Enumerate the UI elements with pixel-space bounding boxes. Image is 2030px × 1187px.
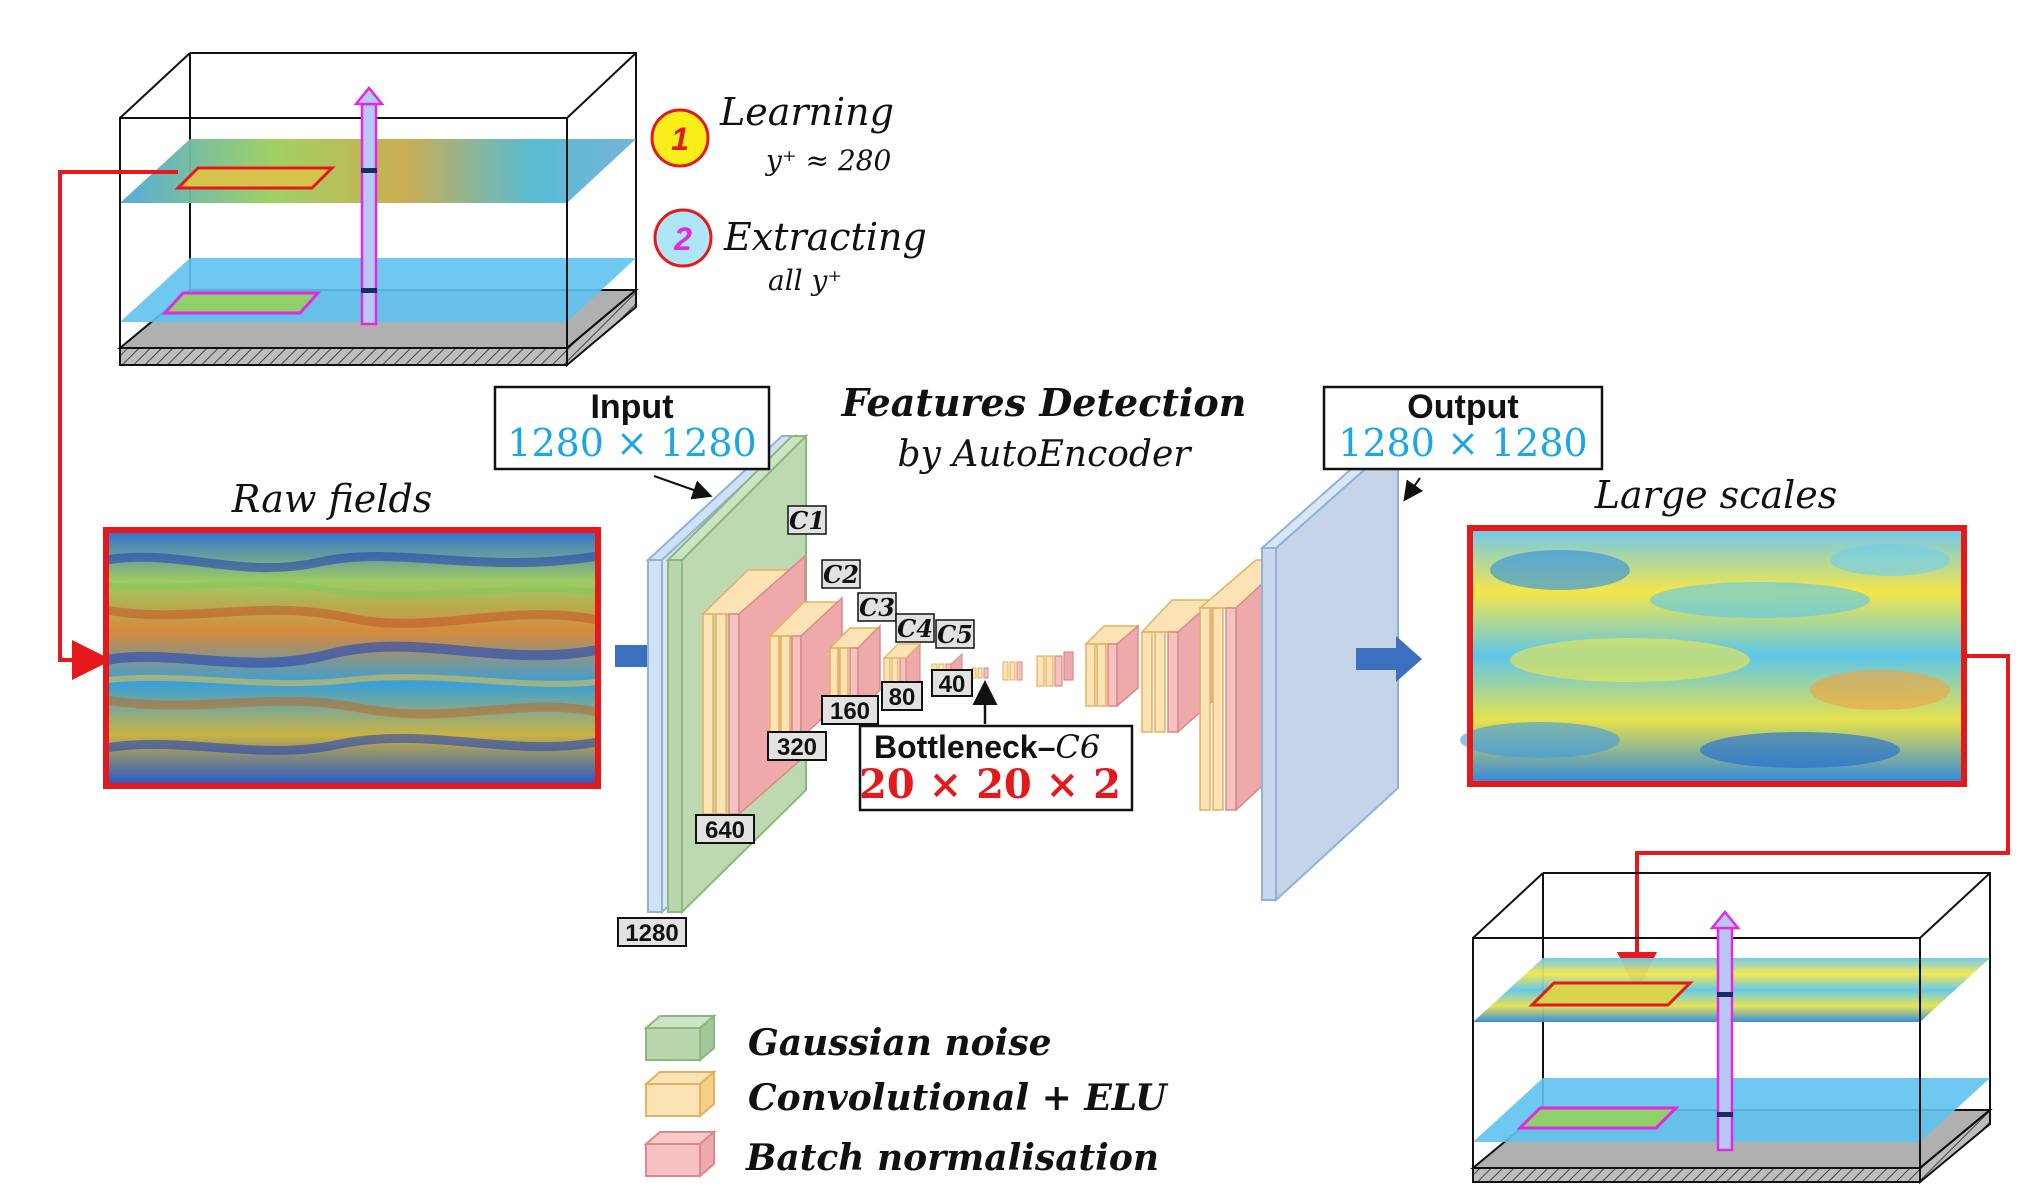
label-c2: C2 <box>823 560 859 589</box>
channel-box-top <box>117 52 639 368</box>
conv-block-c3 <box>828 624 881 714</box>
label-c4: C4 <box>897 614 933 643</box>
layer-legend: Gaussian noise Convolutional + ELU Batch… <box>643 1013 1169 1179</box>
label-c5: C5 <box>937 620 973 649</box>
size-labels: 1280 640 320 160 80 40 <box>617 669 973 947</box>
diagram-title: Features Detection <box>841 380 1247 425</box>
deconv-block-5 <box>1197 559 1303 812</box>
size-40: 40 <box>939 671 966 698</box>
legend-gaussian-noise-label: Gaussian noise <box>748 1022 1052 1064</box>
input-label: Input <box>590 388 673 426</box>
bottleneck-label: Bottleneck– <box>874 729 1055 765</box>
input-layer <box>647 559 663 913</box>
gaussian-noise-layer <box>667 559 683 913</box>
step-2-badge <box>653 208 713 268</box>
bottleneck-box: Bottleneck–C6 20 × 20 × 2 <box>858 724 1134 812</box>
step-1-sub: y⁺ ≈ 280 <box>764 144 891 177</box>
input-arrow <box>615 645 647 667</box>
label-c3: C3 <box>859 593 895 622</box>
conv-layer-labels: C1 C2 C3 C4 C5 <box>787 505 975 649</box>
deconv-block-3 <box>1084 624 1140 708</box>
label-c1: C1 <box>789 506 825 535</box>
raw-fields-image <box>103 527 601 789</box>
output-layer <box>1261 547 1277 901</box>
output-arrow <box>1356 636 1422 682</box>
output-label: Output <box>1407 388 1518 426</box>
deconv-block-2 <box>1036 651 1074 687</box>
step-legend: 1 Learning y⁺ ≈ 280 2 Extracting all y⁺ <box>650 90 927 297</box>
step-2-number: 2 <box>673 221 692 257</box>
output-dims: 1280 × 1280 <box>1338 421 1587 465</box>
size-1280: 1280 <box>625 920 678 947</box>
size-80: 80 <box>889 684 916 711</box>
large-scales-label: Large scales <box>1594 473 1838 517</box>
large-scales-image <box>1460 525 1967 787</box>
deconv-block-1 <box>1002 661 1023 681</box>
size-640: 640 <box>705 817 745 844</box>
step-1-number: 1 <box>671 121 689 157</box>
channel-box-bottom <box>1470 872 1993 1185</box>
bottleneck-dims: 20 × 20 × 2 <box>859 761 1121 808</box>
decoder-stack <box>1002 437 1401 903</box>
step-2-label: Extracting <box>723 215 927 259</box>
svg-text:Bottleneck–C6: Bottleneck–C6 <box>874 728 1100 766</box>
input-pointer <box>653 475 713 500</box>
step-1-label: Learning <box>719 90 894 134</box>
bottleneck-block <box>971 667 989 679</box>
legend-batch-norm-label: Batch normalisation <box>745 1137 1159 1179</box>
step-2-sub: all y⁺ <box>768 264 842 297</box>
bottleneck-layer: C6 <box>1055 728 1100 766</box>
output-pointer <box>1403 477 1424 502</box>
raw-fields-label: Raw fields <box>231 477 433 521</box>
input-box: Input 1280 × 1280 <box>493 385 771 471</box>
size-320: 320 <box>777 734 817 761</box>
red-connector-out <box>1617 654 2010 992</box>
legend-conv-elu-label: Convolutional + ELU <box>748 1077 1169 1119</box>
legend-gaussian-noise: Gaussian noise <box>643 1013 1052 1064</box>
step-1-badge <box>650 108 710 168</box>
red-connector-in <box>58 170 178 680</box>
diagram-subtitle: by AutoEncoder <box>897 434 1192 475</box>
output-box: Output 1280 × 1280 <box>1322 385 1604 471</box>
legend-batch-norm: Batch normalisation <box>643 1129 1159 1179</box>
legend-conv-elu: Convolutional + ELU <box>643 1069 1169 1119</box>
input-dims: 1280 × 1280 <box>507 421 756 465</box>
size-160: 160 <box>830 698 870 725</box>
